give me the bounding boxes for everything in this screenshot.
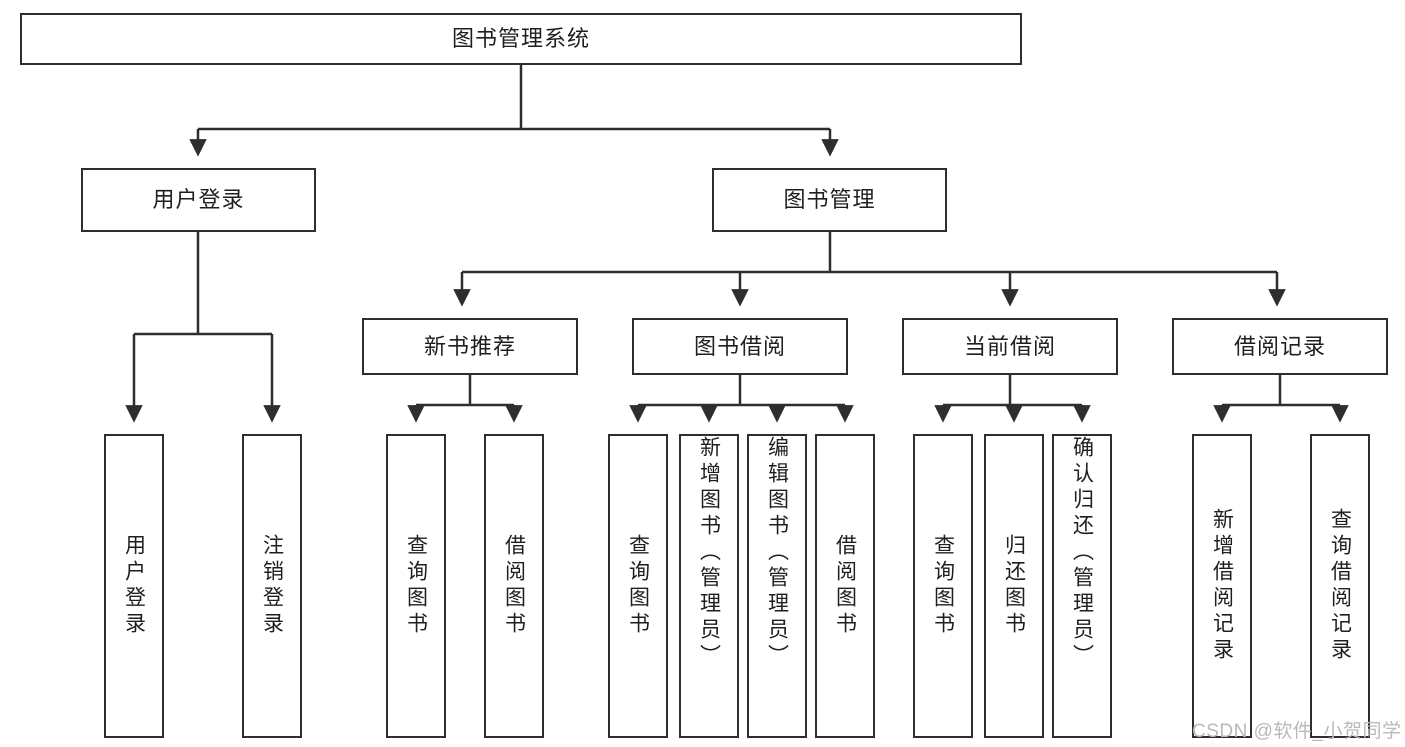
node-query-book-recommend[interactable]: 查询图书 [386, 434, 446, 738]
node-query-book-recommend-label: 查询图书 [404, 534, 428, 638]
node-query-borrow-record-label: 查询借阅记录 [1328, 508, 1352, 664]
node-return-book-label: 归还图书 [1002, 534, 1026, 638]
node-confirm-return-admin-label: 确认归还（管理员） [1070, 436, 1094, 670]
node-borrow-book-action-label: 借阅图书 [833, 534, 857, 638]
node-borrow-record[interactable]: 借阅记录 [1172, 318, 1388, 375]
csdn-watermark: CSDN @软件_小贺同学 [1192, 721, 1402, 742]
node-logout-action[interactable]: 注销登录 [242, 434, 302, 738]
node-add-book-admin[interactable]: 新增图书（管理员） [679, 434, 739, 738]
node-query-borrow-record[interactable]: 查询借阅记录 [1310, 434, 1370, 738]
node-return-book[interactable]: 归还图书 [984, 434, 1044, 738]
node-new-book-recommend[interactable]: 新书推荐 [362, 318, 578, 375]
node-edit-book-admin[interactable]: 编辑图书（管理员） [747, 434, 807, 738]
node-book-borrow-label: 图书借阅 [693, 333, 786, 359]
node-root[interactable]: 图书管理系统 [20, 13, 1022, 65]
node-book-management[interactable]: 图书管理 [712, 168, 947, 232]
node-book-borrow[interactable]: 图书借阅 [632, 318, 848, 375]
node-borrow-book-recommend[interactable]: 借阅图书 [484, 434, 544, 738]
node-user-login-action-label: 用户登录 [122, 534, 146, 638]
node-query-book-current[interactable]: 查询图书 [913, 434, 973, 738]
node-borrow-record-label: 借阅记录 [1233, 333, 1326, 359]
node-user-login-action[interactable]: 用户登录 [104, 434, 164, 738]
node-query-book-borrow-label: 查询图书 [626, 534, 650, 638]
node-book-management-label: 图书管理 [783, 187, 876, 213]
node-root-label: 图书管理系统 [451, 26, 590, 52]
node-user-login[interactable]: 用户登录 [81, 168, 316, 232]
node-query-book-current-label: 查询图书 [931, 534, 955, 638]
node-add-borrow-record-label: 新增借阅记录 [1210, 508, 1234, 664]
node-query-book-borrow[interactable]: 查询图书 [608, 434, 668, 738]
node-current-borrow-label: 当前借阅 [963, 333, 1056, 359]
node-edit-book-admin-label: 编辑图书（管理员） [765, 436, 789, 670]
node-borrow-book-recommend-label: 借阅图书 [502, 534, 526, 638]
node-logout-action-label: 注销登录 [260, 534, 284, 638]
node-borrow-book-action[interactable]: 借阅图书 [815, 434, 875, 738]
node-add-book-admin-label: 新增图书（管理员） [697, 436, 721, 670]
node-confirm-return-admin[interactable]: 确认归还（管理员） [1052, 434, 1112, 738]
node-add-borrow-record[interactable]: 新增借阅记录 [1192, 434, 1252, 738]
node-new-book-recommend-label: 新书推荐 [423, 333, 516, 359]
node-user-login-label: 用户登录 [152, 187, 245, 213]
node-current-borrow[interactable]: 当前借阅 [902, 318, 1118, 375]
